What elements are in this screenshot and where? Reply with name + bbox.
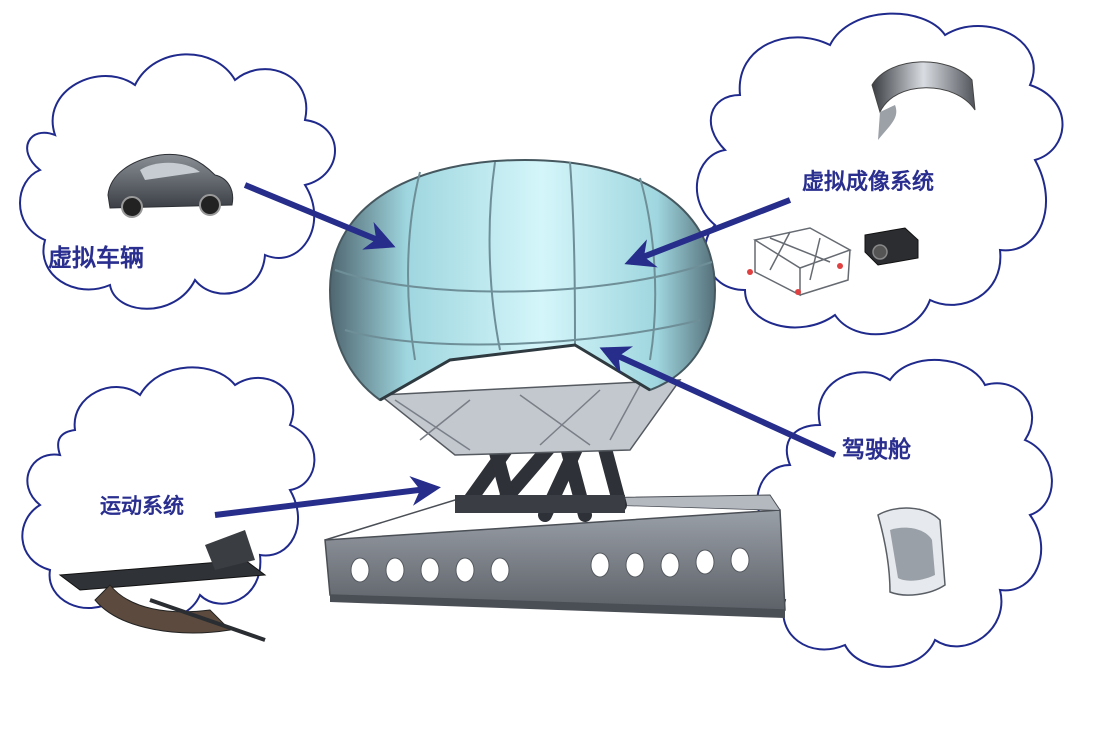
base-frame xyxy=(325,495,785,618)
label-virtual-vehicle: 虚拟车辆 xyxy=(48,238,144,273)
label-motion-system: 运动系统 xyxy=(100,490,184,520)
label-virtual-imaging-system: 虚拟成像系统 xyxy=(802,164,934,196)
dome-platform xyxy=(380,380,680,455)
projection-dome xyxy=(330,160,715,400)
label-cockpit: 驾驶舱 xyxy=(842,430,911,464)
projector-icon xyxy=(865,228,918,265)
